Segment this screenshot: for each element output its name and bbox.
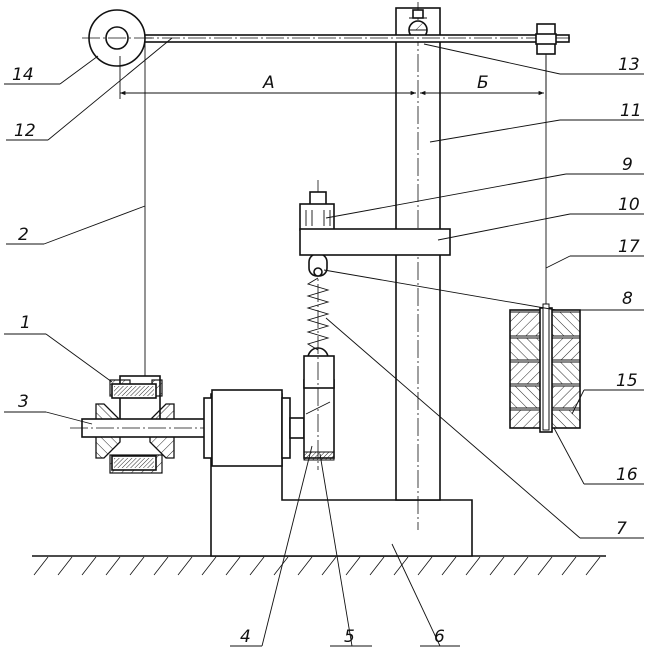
callout-6: 6 xyxy=(434,627,445,647)
hook-8 xyxy=(309,254,327,276)
callout-5: 5 xyxy=(344,627,355,647)
eccentric-5 xyxy=(290,380,334,460)
callout-11: 11 xyxy=(620,101,642,121)
callout-15: 15 xyxy=(616,371,638,391)
lever-12 xyxy=(110,35,572,42)
callout-8: 8 xyxy=(622,289,633,309)
callout-1: 1 xyxy=(20,313,31,333)
motor-housing xyxy=(204,390,290,466)
pulley-14 xyxy=(82,10,152,66)
weights-15 xyxy=(510,304,580,432)
dimension-label-b: Б xyxy=(477,73,489,93)
lever-clamp xyxy=(536,24,556,54)
callout-10: 10 xyxy=(618,195,640,215)
callout-7: 7 xyxy=(616,519,627,539)
callout-9: 9 xyxy=(622,155,633,175)
column-11 xyxy=(396,2,440,530)
callout-3: 3 xyxy=(18,392,29,412)
bracket-10 xyxy=(300,229,450,255)
rod-16 xyxy=(543,304,549,430)
callout-13: 13 xyxy=(618,55,640,75)
callout-4: 4 xyxy=(240,627,251,647)
screw-9 xyxy=(300,192,334,230)
callout-14: 14 xyxy=(12,65,34,85)
dimension-lines: А Б xyxy=(120,56,546,99)
callout-2: 2 xyxy=(18,225,29,245)
ground-hatching xyxy=(34,557,600,575)
callout-16: 16 xyxy=(616,465,638,485)
callout-17: 17 xyxy=(618,237,640,257)
ground xyxy=(32,556,606,575)
callout-12: 12 xyxy=(14,121,36,141)
dimension-label-a: А xyxy=(262,73,275,93)
